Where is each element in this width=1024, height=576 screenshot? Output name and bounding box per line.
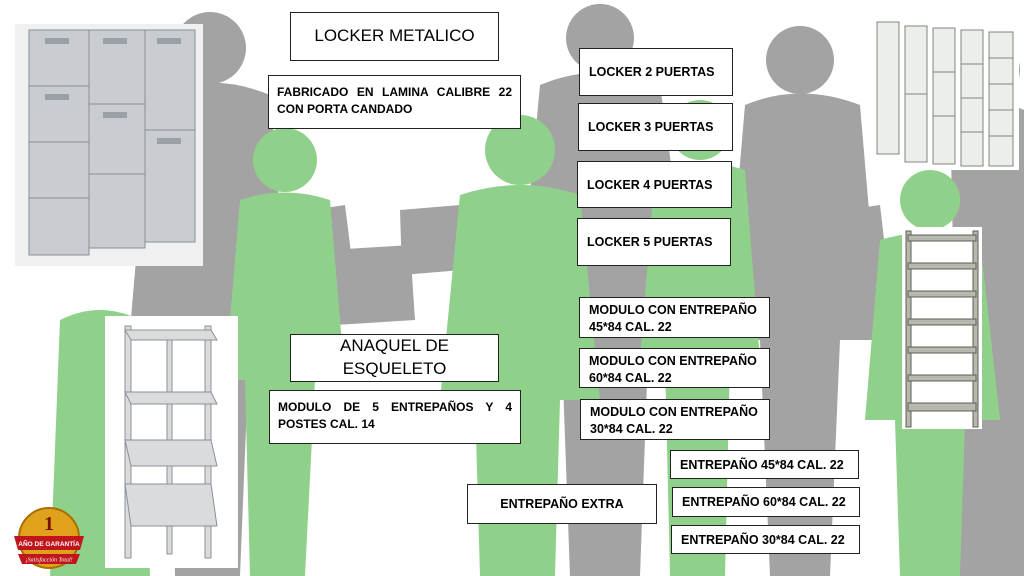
anaquel-title: ANAQUEL DE ESQUELETO [290, 334, 499, 382]
lockers-row-image [873, 16, 1019, 170]
locker-description: FABRICADO EN LAMINA CALIBRE 22 CON PORTA… [268, 75, 521, 129]
locker-title-text: LOCKER METALICO [314, 26, 475, 46]
anaquel-title-line1: ANAQUEL DE [340, 336, 449, 356]
anaquel-module-45[interactable]: MODULO CON ENTREPAÑO 45*84 CAL. 22 [579, 297, 770, 338]
entrepano-option-label: ENTREPAÑO 60*84 CAL. 22 [682, 495, 846, 509]
entrepano-option-60[interactable]: ENTREPAÑO 60*84 CAL. 22 [672, 487, 860, 517]
locker-3-columns-image [15, 24, 203, 266]
anaquel-description-text: MODULO DE 5 ENTREPAÑOS Y 4 POSTES CAL. 1… [278, 400, 512, 432]
anaquel-module-60[interactable]: MODULO CON ENTREPAÑO 60*84 CAL. 22 [579, 348, 770, 388]
entrepano-option-label: ENTREPAÑO 45*84 CAL. 22 [680, 457, 844, 472]
shelving-unit-tall-image [902, 227, 982, 429]
module-line2: 60*84 CAL. 22 [589, 370, 672, 385]
module-line1: MODULO CON ENTREPAÑO [589, 354, 757, 368]
shelving-unit-esqueleto-image [105, 316, 238, 568]
entrepano-option-30[interactable]: ENTREPAÑO 30*84 CAL. 22 [671, 525, 860, 554]
anaquel-description: MODULO DE 5 ENTREPAÑOS Y 4 POSTES CAL. 1… [269, 390, 521, 444]
warranty-number: 1 [44, 513, 54, 535]
locker-option-2[interactable]: LOCKER 2 PUERTAS [579, 48, 733, 96]
locker-option-4[interactable]: LOCKER 4 PUERTAS [577, 161, 732, 208]
entrepano-option-45[interactable]: ENTREPAÑO 45*84 CAL. 22 [670, 450, 859, 479]
locker-option-label: LOCKER 3 PUERTAS [588, 120, 714, 134]
locker-description-text: FABRICADO EN LAMINA CALIBRE 22 CON PORTA… [277, 85, 512, 117]
warranty-text: AÑO DE GARANTÍA [18, 539, 80, 548]
locker-title: LOCKER METALICO [290, 12, 499, 61]
anaquel-module-30[interactable]: MODULO CON ENTREPAÑO 30*84 CAL. 22 [580, 399, 770, 440]
module-line2: 45*84 CAL. 22 [589, 319, 672, 334]
warranty-badge: 1 AÑO DE GARANTÍA ¡Satisfacción Total! [14, 507, 84, 569]
anaquel-title-line2: ESQUELETO [342, 359, 447, 378]
locker-option-label: LOCKER 5 PUERTAS [587, 235, 713, 249]
module-line1: MODULO CON ENTREPAÑO [590, 405, 758, 419]
entrepano-extra: ENTREPAÑO EXTRA [467, 484, 657, 524]
locker-option-label: LOCKER 4 PUERTAS [587, 177, 713, 192]
locker-option-label: LOCKER 2 PUERTAS [589, 65, 715, 79]
locker-option-5[interactable]: LOCKER 5 PUERTAS [577, 218, 731, 266]
entrepano-option-label: ENTREPAÑO 30*84 CAL. 22 [681, 532, 845, 547]
locker-option-3[interactable]: LOCKER 3 PUERTAS [578, 103, 733, 151]
warranty-slogan: ¡Satisfacción Total! [25, 557, 72, 564]
entrepano-extra-label: ENTREPAÑO EXTRA [500, 497, 624, 511]
module-line2: 30*84 CAL. 22 [590, 421, 673, 436]
module-line1: MODULO CON ENTREPAÑO [589, 303, 757, 317]
